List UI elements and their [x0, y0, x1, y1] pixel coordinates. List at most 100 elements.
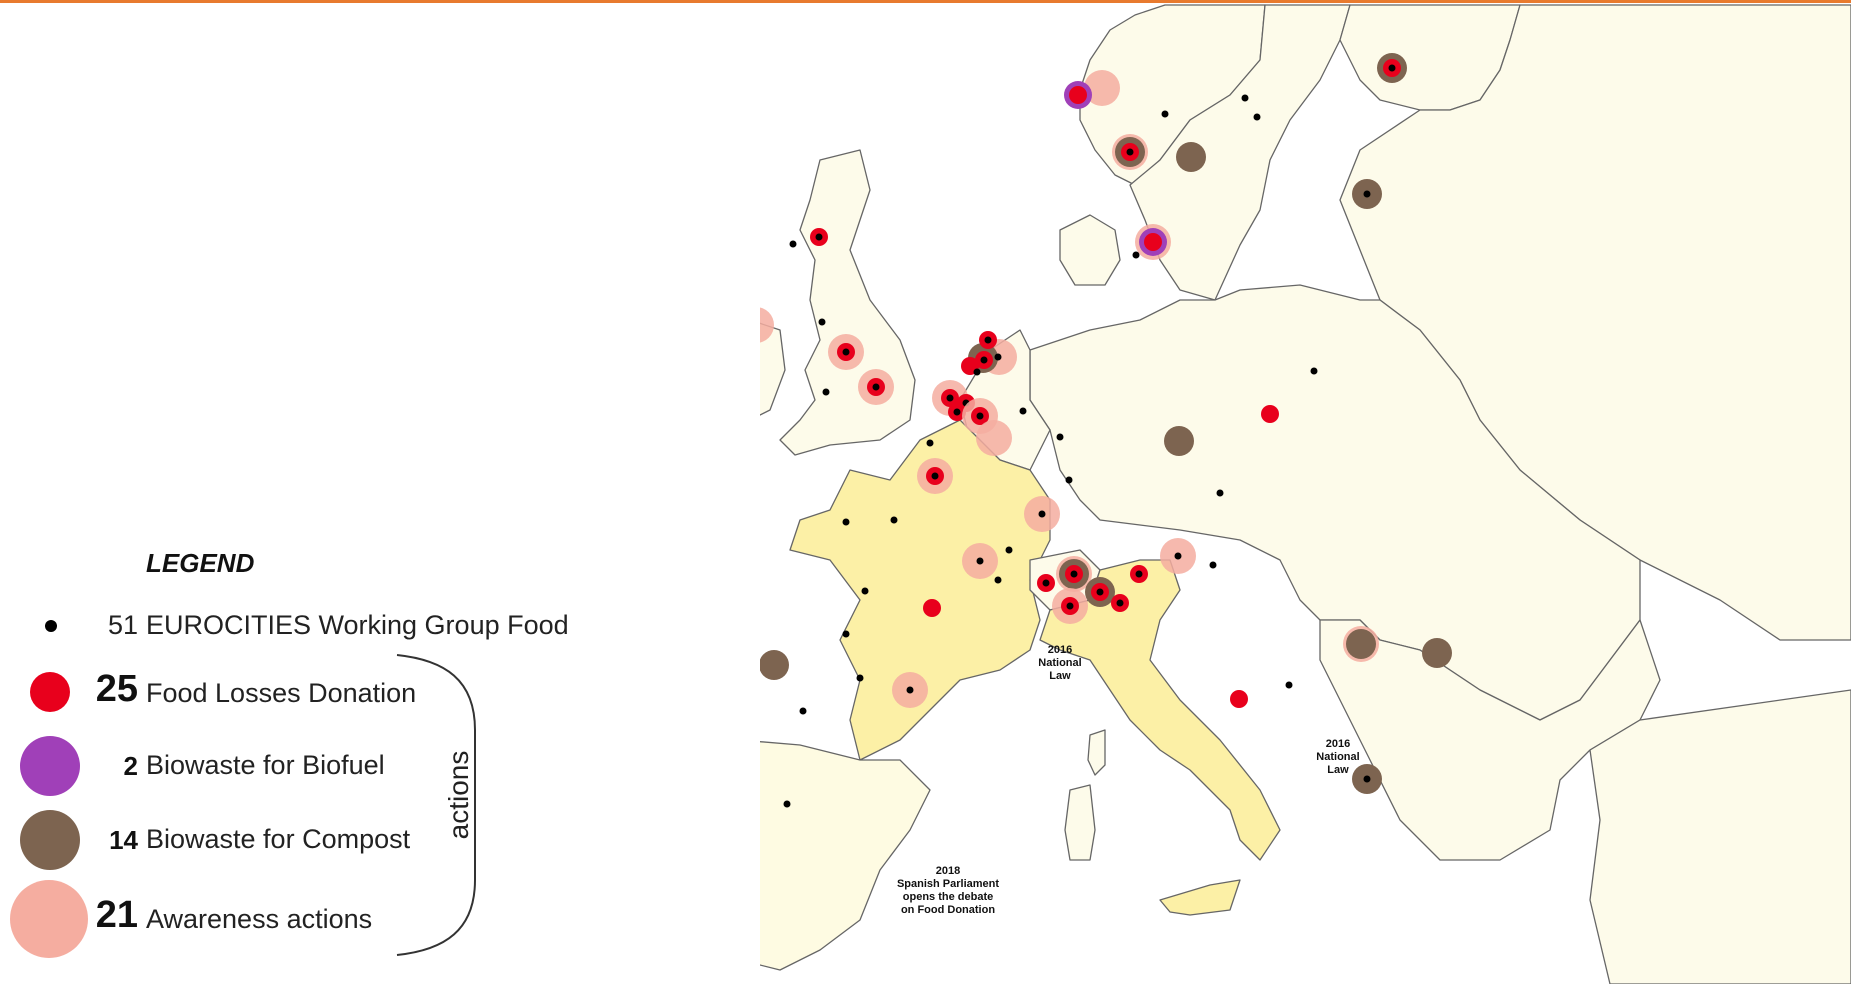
marker-red-2	[1069, 86, 1087, 104]
top-accent-bar	[0, 0, 1851, 3]
marker-red-71	[1230, 690, 1248, 708]
member-city-dot-99	[861, 587, 869, 595]
member-city-dot-88	[1253, 113, 1261, 121]
member-city-dot-98	[842, 518, 850, 526]
marker-pink-0	[1084, 70, 1120, 106]
france-law-year: 2016	[1048, 644, 1072, 656]
land-sicily	[1159, 879, 1241, 916]
marker-dot-21	[842, 348, 850, 356]
land-sardinia	[1064, 784, 1096, 861]
legend-row-members: 51 EUROCITIES Working Group Food	[0, 590, 569, 660]
marker-brown-44	[1164, 426, 1194, 456]
land-ireland	[760, 322, 786, 416]
member-city-dot-84	[818, 318, 826, 326]
members-label: EUROCITIES Working Group Food	[146, 610, 569, 640]
legend-row-biofuel: 2 Biowaste for Biofuel	[0, 736, 560, 806]
compost-count: 14	[109, 825, 138, 855]
awareness-label: Awareness actions	[146, 904, 373, 934]
marker-dot-24	[872, 383, 880, 391]
member-city-dot-101	[994, 576, 1002, 584]
marker-dot-63	[1066, 602, 1074, 610]
marker-dot-49	[976, 557, 984, 565]
europe-map-svg: 2016 National Law 2016 National Law 2018…	[760, 4, 1851, 984]
compost-symbol	[20, 810, 80, 870]
member-city-dot-93	[1056, 433, 1064, 441]
biofuel-label: Biowaste for Biofuel	[146, 750, 385, 780]
france-law-line2: Law	[1049, 670, 1071, 682]
land-great-britain	[779, 149, 916, 456]
marker-dot-68	[1116, 599, 1124, 607]
legend-row-food-losses: 25 Food Losses Donation	[0, 662, 560, 732]
city-markers	[760, 53, 1452, 808]
marker-red-43	[1261, 405, 1279, 423]
marker-dot-70	[1135, 570, 1143, 578]
marker-dot-18	[815, 233, 823, 241]
marker-dot-34	[946, 394, 954, 402]
members-count: 51	[108, 610, 139, 640]
member-city-dot-97	[890, 516, 898, 524]
member-city-dot-108	[1285, 681, 1293, 689]
awareness-count: 21	[95, 894, 138, 936]
spain-debate-line3: on Food Donation	[901, 904, 995, 916]
marker-brown-72	[760, 650, 789, 680]
member-city-dot-96	[926, 439, 934, 447]
member-city-dot-87	[1241, 94, 1249, 102]
member-city-dot-100	[1005, 546, 1013, 554]
biofuel-symbol	[20, 736, 80, 796]
biofuel-count: 2	[123, 751, 138, 781]
legend-title: LEGEND	[146, 548, 255, 578]
italy-law-line2: Law	[1327, 764, 1349, 776]
marker-brown-79	[1346, 629, 1376, 659]
france-law-line1: National	[1038, 657, 1081, 669]
italy-law-year: 2016	[1326, 738, 1350, 750]
marker-dot-13	[1388, 64, 1396, 72]
map-legend: LEGEND 51 EUROCITIES Working Group Food …	[0, 540, 569, 984]
member-city-dot-89	[1132, 251, 1140, 259]
member-city-dot-86	[1161, 110, 1169, 118]
marker-brown-80	[1422, 638, 1452, 668]
member-city-dot-94	[1065, 476, 1073, 484]
marker-dot-15	[1363, 190, 1371, 198]
spain-debate-line1: Spanish Parliament	[897, 878, 999, 890]
marker-dot-47	[931, 472, 939, 480]
marker-red-10	[1144, 233, 1162, 251]
member-city-dot-103	[1310, 367, 1318, 375]
member-dot-symbol	[45, 620, 57, 632]
land-sweden	[1129, 4, 1351, 301]
marker-dot-6	[1126, 148, 1134, 156]
spain-debate-line2: opens the debate	[903, 891, 993, 903]
marker-dot-30	[980, 356, 988, 364]
marker-dot-82	[1363, 775, 1371, 783]
legend-row-awareness: 21 Awareness actions	[0, 880, 560, 958]
spain-debate-year: 2018	[936, 865, 960, 877]
marker-dot-52	[1038, 510, 1046, 518]
marker-dot-60	[1042, 579, 1050, 587]
food-losses-count: 25	[95, 668, 138, 710]
marker-dot-38	[953, 408, 961, 416]
marker-dot-41	[976, 412, 984, 420]
actions-label: actions	[443, 751, 474, 840]
awareness-symbol	[10, 880, 88, 958]
member-city-dot-104	[842, 630, 850, 638]
land-turkey	[1589, 689, 1851, 984]
land-spain	[760, 741, 931, 971]
land-corsica	[1087, 729, 1106, 776]
legend-bracket	[396, 654, 476, 956]
marker-dot-28	[984, 336, 992, 344]
legend-row-compost: 14 Biowaste for Compost	[0, 810, 560, 880]
marker-pink-16	[760, 307, 774, 343]
member-city-dot-92	[1019, 407, 1027, 415]
marker-brown-7	[1176, 142, 1206, 172]
land-france	[789, 419, 1051, 761]
europe-map: 2016 National Law 2016 National Law 2018…	[760, 0, 1851, 984]
member-city-dot-106	[799, 707, 807, 715]
marker-dot-54	[1174, 552, 1182, 560]
actions-label-box: actions	[443, 751, 474, 840]
food-losses-symbol	[30, 672, 70, 712]
food-losses-label: Food Losses Donation	[146, 678, 417, 708]
member-city-dot-91	[973, 368, 981, 376]
land-denmark	[1059, 214, 1121, 286]
member-city-dot-95	[1216, 489, 1224, 497]
member-city-dot-102	[1209, 561, 1217, 569]
marker-red-50	[923, 599, 941, 617]
